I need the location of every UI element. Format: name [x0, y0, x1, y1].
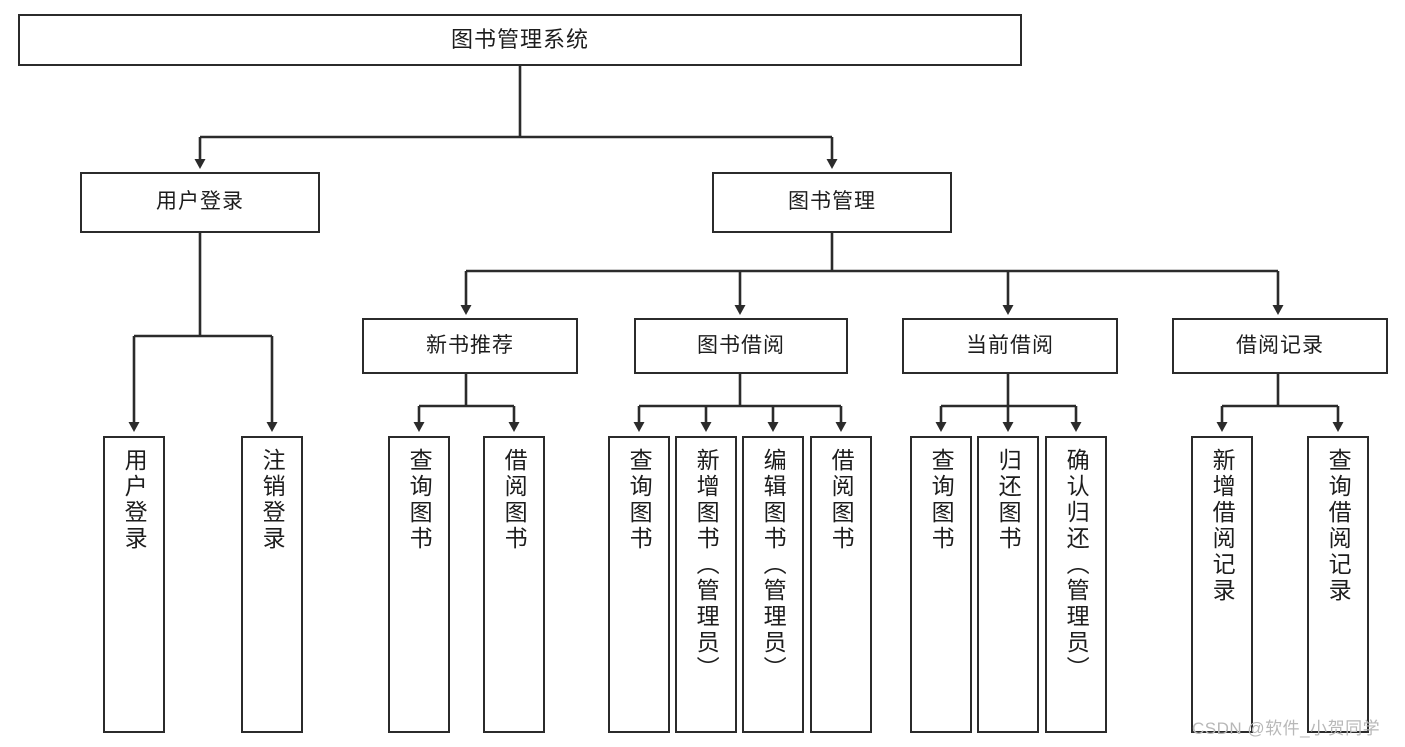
node-label: 当前借阅: [966, 333, 1054, 357]
node-label: 新书推荐: [426, 333, 514, 357]
leaf-user-login-signin[interactable]: 用户登录: [103, 436, 165, 733]
node-label: 图书借阅: [697, 333, 785, 357]
node-new-book-recommend[interactable]: 新书推荐: [362, 318, 578, 374]
node-label: 新增借阅记录: [1209, 448, 1236, 604]
node-label: 图书管理系统: [450, 27, 589, 53]
node-book-management[interactable]: 图书管理: [712, 172, 952, 233]
node-label: 借阅图书: [501, 448, 528, 552]
node-user-login[interactable]: 用户登录: [80, 172, 320, 233]
leaf-borrow-edit-book-admin[interactable]: 编辑图书（管理员）: [742, 436, 804, 733]
leaf-record-query-record[interactable]: 查询借阅记录: [1307, 436, 1369, 733]
node-label: 查询图书: [406, 448, 433, 552]
node-label: 图书管理: [788, 190, 876, 214]
leaf-record-add-record[interactable]: 新增借阅记录: [1191, 436, 1253, 733]
node-label: 编辑图书（管理员）: [760, 448, 787, 682]
csdn-watermark: CSDN @软件_小贺同学: [1192, 719, 1381, 738]
node-label: 查询图书: [928, 448, 955, 552]
node-book-borrow[interactable]: 图书借阅: [634, 318, 848, 374]
node-label: 新增图书（管理员）: [693, 448, 720, 682]
leaf-recommend-borrow-book[interactable]: 借阅图书: [483, 436, 545, 733]
node-current-borrow[interactable]: 当前借阅: [902, 318, 1118, 374]
leaf-borrow-add-book-admin[interactable]: 新增图书（管理员）: [675, 436, 737, 733]
leaf-current-query-book[interactable]: 查询图书: [910, 436, 972, 733]
leaf-borrow-query-book[interactable]: 查询图书: [608, 436, 670, 733]
leaf-user-login-signout[interactable]: 注销登录: [241, 436, 303, 733]
node-borrow-record[interactable]: 借阅记录: [1172, 318, 1388, 374]
node-label: 查询借阅记录: [1325, 448, 1352, 604]
node-label: 用户登录: [156, 190, 244, 214]
node-label: 归还图书: [995, 448, 1022, 552]
node-label: 借阅记录: [1236, 333, 1324, 357]
leaf-borrow-borrow-book[interactable]: 借阅图书: [810, 436, 872, 733]
node-label: 用户登录: [121, 448, 148, 552]
node-label: 查询图书: [626, 448, 653, 552]
leaf-current-return-book[interactable]: 归还图书: [977, 436, 1039, 733]
node-root-system[interactable]: 图书管理系统: [18, 14, 1022, 66]
node-label: 借阅图书: [828, 448, 855, 552]
node-label: 确认归还（管理员）: [1063, 448, 1090, 682]
node-label: 注销登录: [259, 448, 286, 552]
leaf-recommend-query-book[interactable]: 查询图书: [388, 436, 450, 733]
leaf-current-confirm-return-admin[interactable]: 确认归还（管理员）: [1045, 436, 1107, 733]
